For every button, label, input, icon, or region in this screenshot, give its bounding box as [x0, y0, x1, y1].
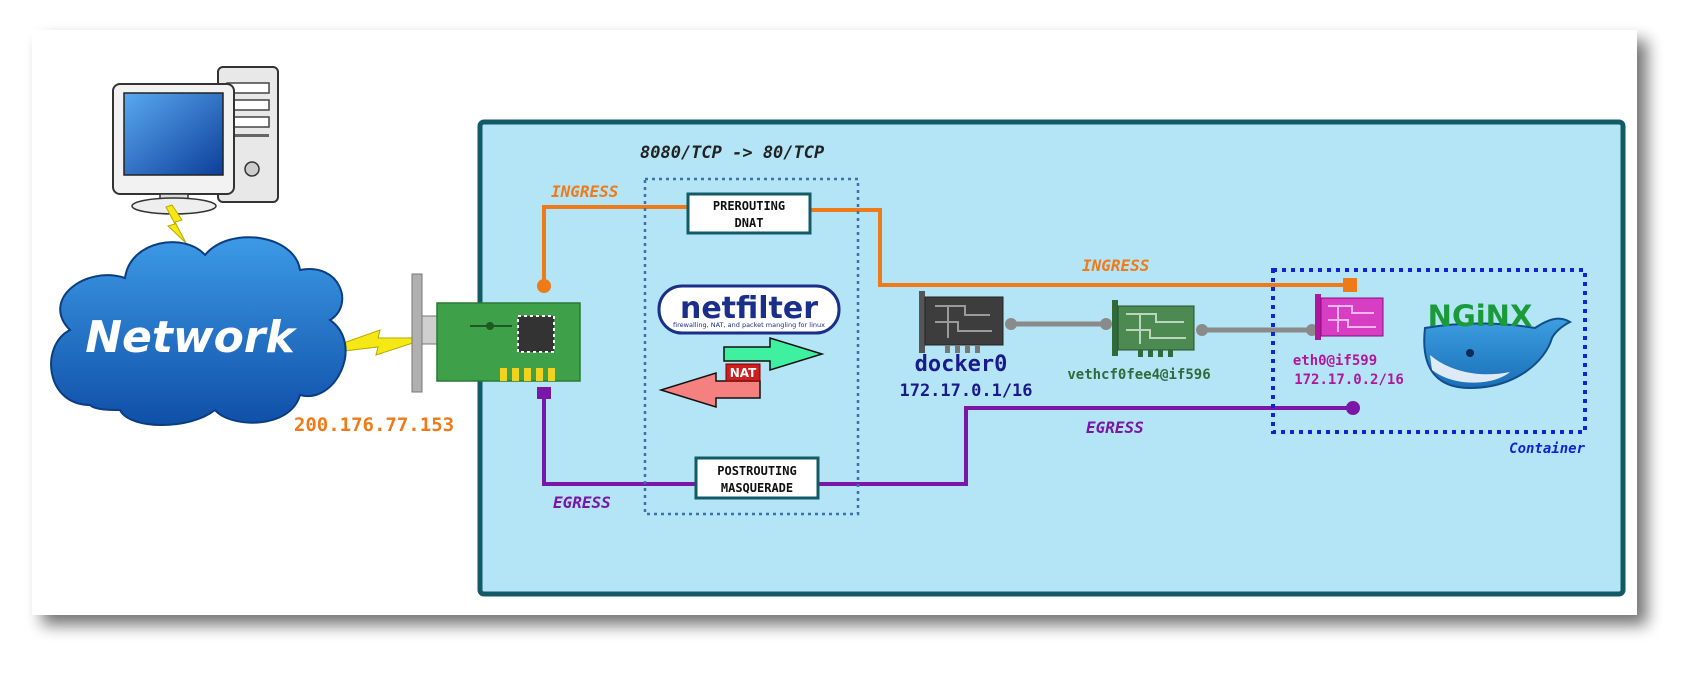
nginx-whale-logo [1423, 317, 1573, 390]
dnat-label: DNAT [735, 216, 764, 230]
masquerade-label: MASQUERADE [721, 481, 793, 495]
link-endpoint [1196, 324, 1208, 336]
container-box [1271, 268, 1587, 434]
ingress-endpoint [537, 279, 551, 293]
ingress-endpoint [1343, 278, 1357, 292]
container-label: Container [1509, 441, 1585, 457]
egress-endpoint [537, 387, 551, 399]
postrouting-label: POSTROUTING [717, 464, 796, 478]
egress-label: EGRESS [553, 493, 611, 512]
ingress-line [810, 208, 1350, 287]
prerouting-box [686, 192, 812, 235]
netfilter-region [643, 177, 860, 516]
host-ip-label: 200.176.77.153 [294, 414, 454, 436]
egress-label: EGRESS [1086, 418, 1144, 437]
lightning-bolt-icon [165, 204, 187, 244]
network-label: Network [85, 312, 297, 363]
port-mapping-label: 8080/TCP -> 80/TCP [640, 143, 825, 163]
eth0-label: eth0@if599 [1293, 353, 1377, 369]
netfilter-logo-text: netfilter [680, 291, 818, 326]
netfilter-tagline: firewalling, NAT, and packet mangling fo… [673, 321, 825, 329]
netfilter-logo: netfilter firewalling, NAT, and packet m… [657, 284, 841, 335]
ingress-label: INGRESS [1082, 256, 1150, 275]
eth0-nic-icon [1315, 294, 1384, 340]
egress-line [818, 406, 1353, 486]
prerouting-label: PREROUTING [713, 199, 785, 213]
network-cloud [50, 236, 347, 426]
computer-icon [112, 66, 279, 215]
docker0-label: docker0 [915, 352, 1008, 377]
host-nic-icon [411, 273, 581, 393]
nat-badge [725, 363, 761, 382]
egress-endpoint [1346, 401, 1360, 415]
docker0-nic-icon [919, 291, 1004, 353]
nginx-logo-text: NGiNX [1428, 299, 1533, 333]
veth-nic-icon [1112, 300, 1195, 357]
ingress-label: INGRESS [551, 182, 619, 201]
nat-badge-label: NAT [730, 366, 757, 380]
postrouting-box [694, 456, 820, 500]
link-endpoint [1100, 318, 1112, 330]
ingress-line [542, 205, 688, 286]
veth-label: vethcf0fee4@if596 [1067, 367, 1210, 383]
eth0-ip-label: 172.17.0.2/16 [1294, 372, 1404, 388]
docker0-ip-label: 172.17.0.1/16 [899, 381, 1032, 401]
arrow-right-icon [723, 336, 825, 372]
link-endpoint [1005, 318, 1017, 330]
